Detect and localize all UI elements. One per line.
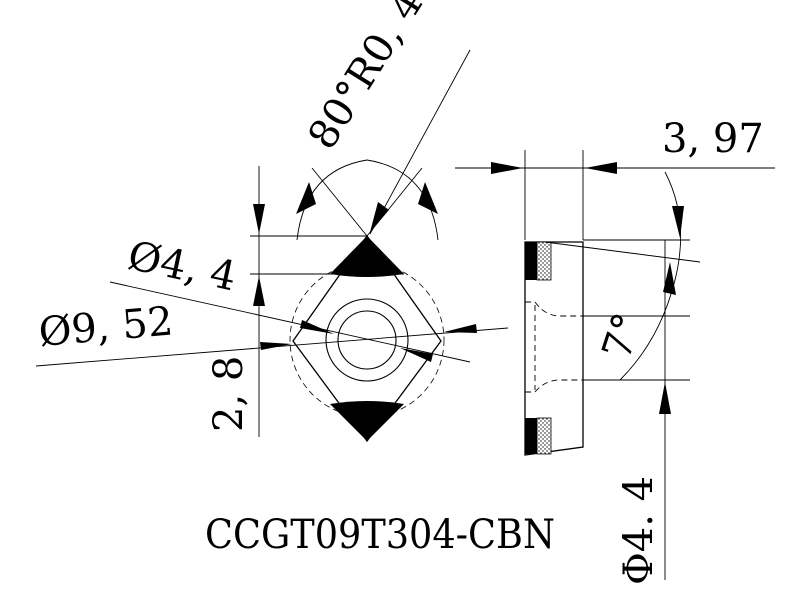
height-arrow-bottom (253, 276, 265, 306)
hole-inner-circle (337, 310, 397, 370)
hole-dim-arrow-left (300, 320, 334, 334)
cbn-tip-bottom (330, 401, 404, 441)
angle-arrow-left (296, 182, 316, 214)
clearance-arrow-top (672, 206, 684, 238)
hole-dim-leader (109, 281, 471, 363)
inscribed-diameter-label: Ø9, 52 (37, 298, 175, 356)
angle-arrow-right (418, 182, 438, 214)
hidden-hole-bottom (525, 379, 583, 393)
side-profile (524, 241, 584, 456)
bore-arrow (659, 382, 671, 414)
angle-line-left (311, 167, 368, 237)
clearance-ref-line (544, 241, 701, 263)
hole-outer-circle (325, 298, 409, 382)
inscribed-dim-arrow-left (260, 342, 292, 350)
front-view (35, 49, 509, 443)
side-view (455, 150, 775, 580)
clearance-arc (619, 171, 682, 381)
hidden-hole-top (525, 301, 583, 317)
height-arrow-top (253, 204, 265, 234)
edge-height-label: 2, 8 (206, 356, 252, 432)
thickness-arrow-right (585, 162, 617, 174)
cbn-segment-bottom-black (525, 418, 537, 454)
part-code-label: CCGT09T304-CBN (205, 512, 555, 558)
thickness-arrow-left (491, 162, 523, 174)
angle-arc (296, 159, 439, 241)
inscribed-dim-arrow-right (444, 324, 477, 333)
cbn-segment-top-black (525, 242, 537, 280)
thickness-label: 3, 97 (662, 116, 764, 162)
inscribed-circle (289, 262, 445, 418)
bore-diameter-label: Φ4. 4 (616, 476, 662, 585)
hole-diameter-label: Ø4, 4 (124, 233, 240, 301)
cbn-segment-top-dotted (536, 241, 552, 281)
clearance-arrow-bottom (663, 262, 676, 295)
cbn-segment-bottom-dotted (536, 417, 552, 455)
radius-leader (369, 49, 471, 235)
radius-arrow (370, 202, 389, 232)
hole-dim-arrow-right (400, 348, 433, 362)
angle-radius-label: 80°R0, 4 (299, 0, 432, 157)
cbn-tip-top (330, 236, 404, 277)
